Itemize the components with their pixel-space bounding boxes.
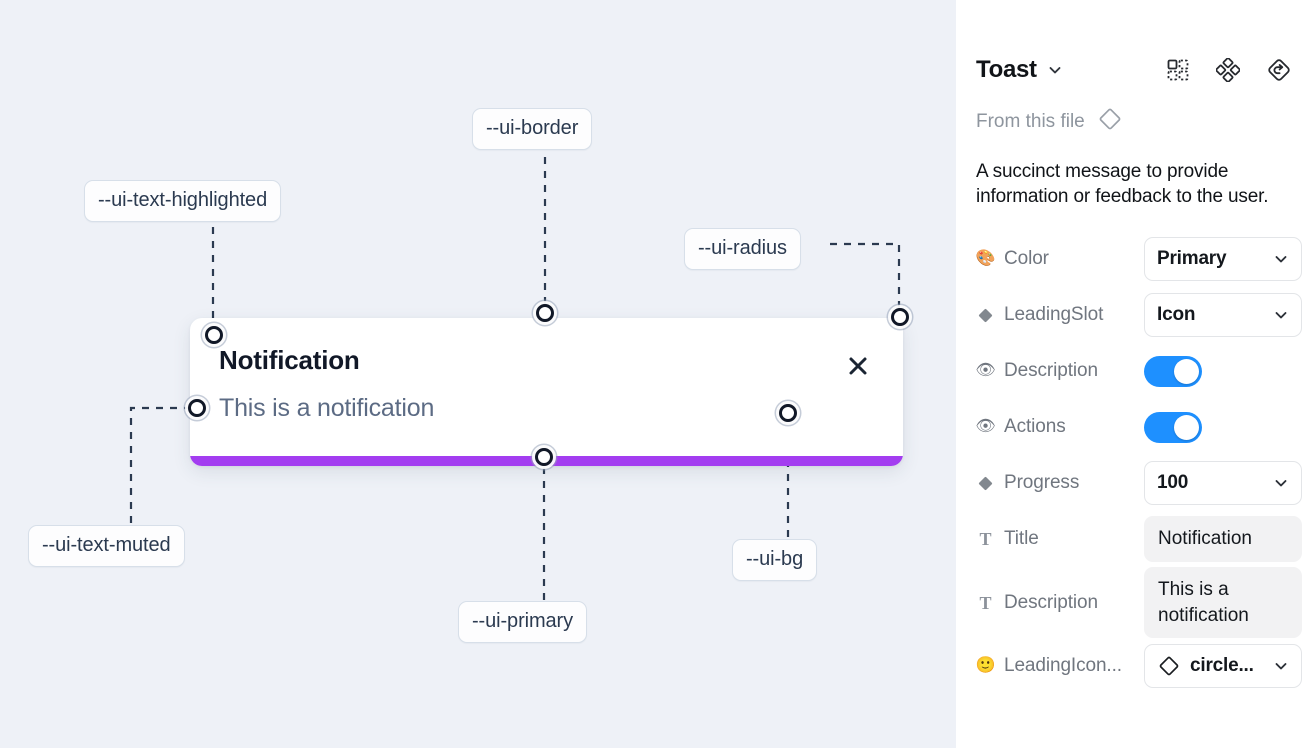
property-label-leading-icon: 🙂 LeadingIcon... — [976, 655, 1144, 677]
property-rows: 🎨 Color Primary — [976, 231, 1302, 694]
from-this-file[interactable]: From this file — [976, 106, 1296, 137]
color-select-value: Primary — [1157, 248, 1227, 270]
leading-icon-select-value: circle... — [1190, 655, 1254, 677]
property-name: Actions — [1004, 416, 1066, 438]
property-row-color: 🎨 Color Primary — [976, 231, 1302, 287]
property-label-color: 🎨 Color — [976, 248, 1144, 270]
from-this-file-label: From this file — [976, 110, 1085, 132]
property-row-leading-icon: 🙂 LeadingIcon... circle... — [976, 638, 1302, 694]
property-label-actions-visible: 👁 Actions — [976, 416, 1144, 438]
color-select[interactable]: Primary — [1144, 237, 1302, 282]
property-row-actions-visible: 👁 Actions — [976, 399, 1296, 455]
progress-select[interactable]: 100 — [1144, 461, 1302, 506]
text-icon: T — [979, 592, 992, 613]
close-icon[interactable] — [845, 353, 871, 379]
token-chip-ui-text-muted[interactable]: --ui-text-muted — [28, 525, 185, 567]
property-name: LeadingSlot — [1004, 304, 1104, 326]
anchor-dot-ui-text-highlighted[interactable] — [205, 326, 223, 344]
chevron-down-icon[interactable] — [1047, 62, 1063, 78]
anchor-dot-ui-primary[interactable] — [535, 448, 553, 466]
variants-icon[interactable] — [1216, 58, 1240, 82]
property-row-description-text: T Description This is a notification — [976, 567, 1302, 639]
property-label-title: T Title — [976, 528, 1144, 550]
chevron-down-icon — [1273, 658, 1289, 674]
component-set-icon[interactable] — [1166, 58, 1190, 82]
token-chip-ui-text-highlighted[interactable]: --ui-text-highlighted — [84, 180, 282, 222]
leading-slot-select[interactable]: Icon — [1144, 293, 1302, 338]
property-name: Description — [1004, 360, 1098, 382]
properties-panel: Toast — [956, 0, 1312, 748]
anchor-dot-ui-bg[interactable] — [779, 404, 797, 422]
text-icon: T — [979, 529, 992, 550]
anchor-dot-ui-border[interactable] — [536, 304, 554, 322]
actions-visible-toggle[interactable] — [1144, 411, 1202, 443]
token-chip-ui-border[interactable]: --ui-border — [472, 108, 593, 150]
wire-ui-text-muted — [129, 406, 190, 523]
property-row-progress: Progress 100 — [976, 455, 1302, 511]
design-canvas[interactable]: --ui-text-highlighted --ui-border --ui-r… — [0, 0, 956, 748]
anchor-dot-ui-text-muted[interactable] — [188, 399, 206, 417]
diamond-icon — [1097, 106, 1123, 137]
anchor-dot-ui-radius[interactable] — [891, 308, 909, 326]
chevron-down-icon — [1273, 307, 1289, 323]
property-name: Description — [1004, 591, 1098, 613]
property-row-description-visible: 👁 Description — [976, 343, 1296, 399]
panel-header: Toast — [976, 44, 1296, 96]
reset-instance-icon[interactable] — [1266, 57, 1292, 83]
leading-slot-select-value: Icon — [1157, 304, 1196, 326]
description-visible-toggle[interactable] — [1144, 355, 1202, 387]
diamond-icon — [976, 474, 995, 493]
property-label-leading-slot: LeadingSlot — [976, 304, 1144, 326]
token-chip-ui-primary[interactable]: --ui-primary — [458, 601, 588, 643]
smiley-icon: 🙂 — [976, 657, 996, 675]
property-label-progress: Progress — [976, 472, 1144, 494]
page-title: Toast — [976, 56, 1037, 83]
property-name: Color — [1004, 248, 1049, 270]
component-description: A succinct message to provide informatio… — [976, 161, 1269, 208]
property-row-leading-slot: LeadingSlot Icon — [976, 287, 1302, 343]
wire-ui-radius — [830, 242, 901, 310]
property-name: LeadingIcon... — [1004, 655, 1122, 677]
token-chip-ui-bg[interactable]: --ui-bg — [732, 539, 818, 581]
toast-preview[interactable]: Notification This is a notification — [190, 318, 903, 466]
chevron-down-icon — [1273, 475, 1289, 491]
property-row-title: T Title Notification — [976, 511, 1302, 567]
property-name: Title — [1004, 528, 1039, 550]
eye-icon: 👁 — [976, 362, 996, 380]
token-chip-ui-radius[interactable]: --ui-radius — [684, 228, 801, 270]
palette-icon: 🎨 — [976, 250, 996, 268]
panel-header-actions — [1166, 57, 1296, 83]
property-label-description-visible: 👁 Description — [976, 360, 1144, 382]
diamond-icon — [1157, 654, 1181, 678]
eye-icon: 👁 — [976, 418, 996, 436]
diamond-icon — [976, 306, 995, 325]
toast-title: Notification — [219, 345, 360, 375]
toggle-knob — [1174, 358, 1199, 384]
leading-icon-select[interactable]: circle... — [1144, 644, 1302, 689]
toast-description: This is a notification — [219, 394, 435, 422]
property-label-description-text: T Description — [976, 592, 1144, 614]
description-field[interactable]: This is a notification — [1144, 567, 1302, 639]
progress-select-value: 100 — [1157, 472, 1189, 494]
title-field[interactable]: Notification — [1144, 516, 1302, 562]
toggle-knob — [1174, 414, 1199, 440]
chevron-down-icon — [1273, 251, 1289, 267]
property-name: Progress — [1004, 472, 1080, 494]
